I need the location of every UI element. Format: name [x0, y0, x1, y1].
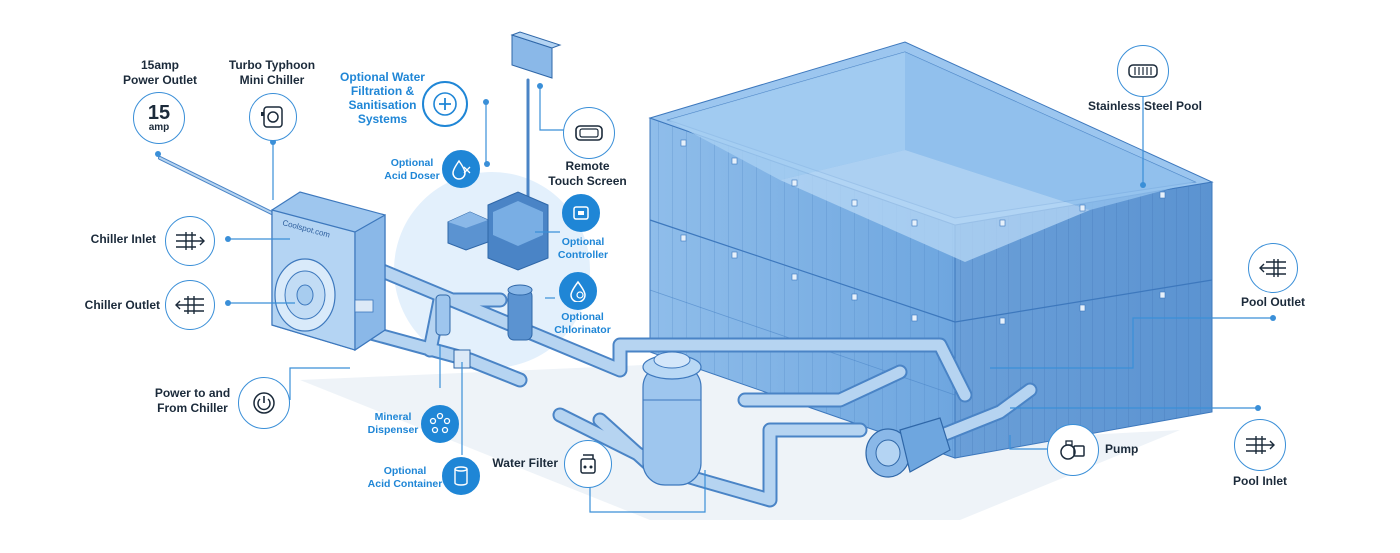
leader-lines: [228, 88, 1273, 513]
ground-shadow: [300, 360, 1180, 520]
label-mineral: Mineral Dispenser: [367, 411, 419, 436]
label-chiller: Turbo Typhoon Mini Chiller: [228, 58, 316, 87]
plus-icon: [422, 81, 468, 127]
label-pool-outlet: Pool Outlet: [1241, 295, 1305, 309]
label-water-filter: Water Filter: [492, 456, 558, 470]
label-pump: Pump: [1105, 442, 1139, 456]
outlet-number: 15: [147, 102, 171, 124]
chlorine-drop-icon: [559, 272, 597, 310]
leader-dots: [155, 83, 1276, 411]
label-remote: Remote Touch Screen: [548, 159, 627, 188]
mineral-ring-icon: [421, 405, 459, 443]
outlet-unit: amp: [148, 122, 170, 133]
label-chlorinator: Optional Chlorinator: [554, 311, 611, 336]
label-pool-inlet: Pool Inlet: [1233, 474, 1287, 488]
label-filtration: Optional Water Filtration & Sanitisation…: [340, 70, 425, 126]
pump-icon: [1047, 424, 1099, 476]
label-acid-container: Optional Acid Container: [367, 465, 443, 490]
flow-out-icon: [165, 280, 215, 330]
pool-outlet-icon: [1248, 243, 1298, 293]
optional-equipment: [435, 31, 562, 369]
acid-drop-icon: [442, 150, 480, 188]
chiller-unit-icon: [249, 93, 297, 141]
power-icon: [238, 377, 290, 429]
pool-panel-icon: [1117, 45, 1169, 97]
controller-chip-icon: [562, 194, 600, 232]
label-stainless-pool: Stainless Steel Pool: [1087, 99, 1203, 113]
label-power-outlet: 15amp Power Outlet: [122, 58, 197, 87]
label-power-chiller: Power to and From Chiller: [154, 386, 231, 415]
flow-in-icon: [165, 216, 215, 266]
touch-screen-icon: [563, 107, 615, 159]
label-chiller-outlet: Chiller Outlet: [84, 298, 160, 312]
filter-icon: [564, 440, 612, 488]
chiller-unit: Coolspot.com: [271, 191, 386, 352]
container-icon: [442, 457, 480, 495]
label-chiller-inlet: Chiller Inlet: [90, 232, 156, 246]
pump: [865, 417, 951, 478]
stainless-steel-pool: [648, 41, 1214, 459]
label-acid-doser: Optional Acid Doser: [384, 157, 440, 182]
water-filter: [642, 351, 702, 486]
label-controller: Optional Controller: [557, 236, 609, 261]
pool-inlet-icon: [1234, 419, 1286, 471]
